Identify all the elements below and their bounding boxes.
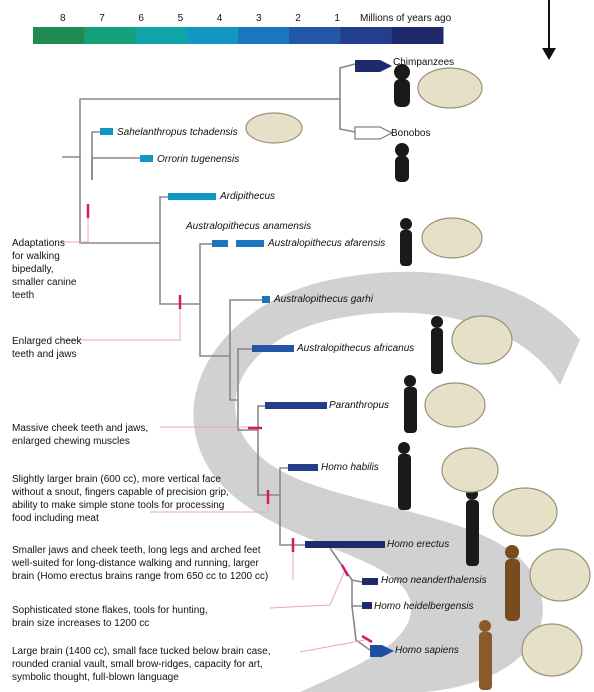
neanderthal-skull — [529, 548, 591, 602]
watermark-s — [193, 271, 580, 692]
timeline-segment — [238, 27, 290, 44]
label-paranthropus: Paranthropus — [329, 400, 390, 411]
label-habilis: Homo habilis — [321, 462, 379, 473]
silhouettes — [394, 64, 520, 690]
timeline-tick: 4 — [216, 13, 223, 24]
chimp-skull — [417, 67, 483, 109]
timeline-segment — [84, 27, 136, 44]
label-ardipithecus: Ardipithecus — [220, 191, 276, 202]
timeline-segment — [186, 27, 239, 44]
note-erectus: Smaller jaws and cheek teeth, long legs … — [12, 545, 269, 582]
timeline-label: Millions of years ago — [360, 13, 452, 24]
timeline-tick: 3 — [256, 13, 262, 24]
afarensis-figure — [400, 218, 412, 266]
africanus-skull — [451, 315, 513, 365]
timeline-segment — [391, 27, 444, 44]
timeline-tick: 2 — [295, 13, 301, 24]
note-habilis: Slightly larger brain (600 cc), more ver… — [12, 474, 229, 524]
label-anamensis: Australopithecus anamensis — [186, 221, 312, 232]
chimp-arrow-icon — [355, 60, 392, 72]
timeline-tick: 5 — [177, 13, 184, 24]
label-garhi: Australopithecus garhi — [274, 294, 373, 305]
timeline-bar — [33, 27, 444, 44]
timeline-tick: 6 — [138, 13, 144, 24]
timeline-segment — [289, 27, 341, 44]
label-sahelanthropus: Sahelanthropus tchadensis — [117, 127, 238, 138]
bonobo-arrow-icon — [354, 126, 394, 140]
note-bipedal: Adaptations for walking bipedally, small… — [12, 238, 77, 301]
paranthropus-figure — [404, 375, 417, 433]
erectus-skull — [492, 487, 558, 537]
timeline-segment — [33, 27, 85, 44]
sapiens-arrow-icon — [370, 645, 394, 657]
habilis-figure — [398, 442, 411, 510]
label-erectus: Homo erectus — [387, 539, 450, 550]
label-neanderthalensis: Homo neanderthalensis — [381, 575, 487, 586]
label-sapiens: Homo sapiens — [395, 645, 459, 656]
label-orrorin: Orrorin tugenensis — [157, 154, 240, 165]
label-africanus: Australopithecus africanus — [297, 343, 415, 354]
habilis-skull — [441, 447, 499, 493]
paranthropus-skull — [424, 382, 486, 428]
trait-markers — [86, 204, 373, 644]
bonobo-figure — [395, 143, 409, 182]
note-massive: Massive cheek teeth and jaws, enlarged c… — [12, 423, 149, 447]
label-afarensis: Australopithecus afarensis — [268, 238, 386, 249]
timeline-segment — [340, 27, 393, 44]
africanus-figure — [431, 316, 443, 374]
erectus-figure — [466, 488, 479, 566]
timeline-tick: 1 — [334, 13, 340, 24]
timeline-tick: 8 — [60, 13, 66, 24]
tree-lines — [62, 63, 371, 651]
sapiens-figure — [479, 620, 492, 690]
note-flakes: Sophisticated stone flakes, tools for hu… — [12, 605, 208, 629]
note-sapiens: Large brain (1400 cc), small face tucked… — [12, 646, 271, 683]
sapiens-skull — [521, 623, 583, 677]
timeline-segment — [135, 27, 188, 44]
skulls — [245, 67, 591, 677]
species-bars — [100, 60, 394, 657]
timeline-tick: 7 — [99, 13, 105, 24]
afarensis-skull — [421, 217, 483, 259]
down-arrow-icon — [542, 48, 556, 60]
neanderthal-figure — [505, 545, 520, 621]
sahelanthropus-skull — [245, 112, 303, 144]
label-chimpanzees: Chimpanzees — [393, 57, 455, 68]
label-heidelbergensis: Homo heidelbergensis — [374, 601, 474, 612]
label-bonobos: Bonobos — [391, 128, 431, 139]
chimp-figure — [394, 64, 410, 107]
note-cheek: Enlarged cheek teeth and jaws — [12, 336, 82, 360]
